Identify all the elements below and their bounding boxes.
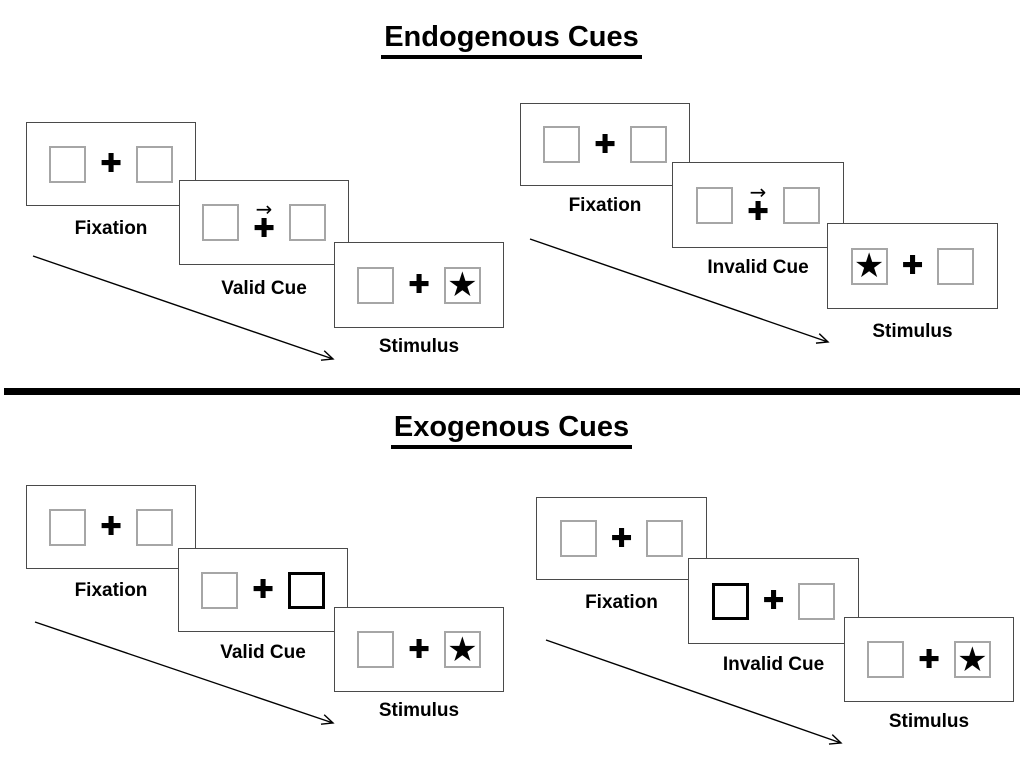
fixation-cross-icon: ✚	[408, 634, 430, 665]
left-placeholder-box	[49, 508, 87, 546]
fixation-cross-icon: ✚	[901, 251, 924, 281]
right-placeholder-box	[135, 145, 173, 183]
invalid-cue-label: Invalid Cue	[707, 257, 809, 278]
central-cue-group: → ✚	[253, 197, 275, 244]
exo-valid-fixation-panel: ✚	[26, 485, 196, 569]
left-highlighted-cue-box	[711, 582, 749, 620]
endo-invalid-stimulus-panel: ★ ✚	[827, 223, 998, 309]
fixation-cross-icon: ✚	[100, 512, 122, 542]
endo-valid-stimulus-panel: ✚ ★	[334, 242, 504, 328]
exo-invalid-fixation-panel: ✚	[536, 497, 707, 580]
right-target-box: ★	[953, 639, 991, 680]
endogenous-section-title: Endogenous Cues	[0, 21, 1023, 60]
star-target-icon: ★	[957, 639, 988, 680]
stimulus-label: Stimulus	[888, 711, 970, 732]
exo-invalid-cue-panel: ✚	[688, 558, 859, 644]
fixation-cross-icon: ✚	[100, 149, 122, 179]
exo-valid-stimulus-panel: ✚ ★	[334, 607, 504, 692]
fixation-cross-icon: ✚	[252, 575, 274, 605]
exogenous-title-text: Exogenous Cues	[390, 411, 633, 450]
valid-cue-label: Valid Cue	[220, 642, 306, 663]
fixation-cross-icon: ✚	[253, 214, 275, 244]
endogenous-title-text: Endogenous Cues	[381, 21, 642, 60]
fixation-label: Fixation	[74, 580, 148, 601]
fixation-cross-icon: ✚	[408, 270, 430, 300]
valid-cue-label: Valid Cue	[221, 278, 307, 299]
left-target-box: ★	[850, 246, 888, 286]
fixation-cross-icon: ✚	[747, 196, 769, 227]
left-placeholder-box	[357, 266, 395, 304]
endo-invalid-fixation-panel: ✚	[520, 103, 690, 186]
right-placeholder-box	[646, 520, 684, 557]
right-placeholder-box	[782, 186, 820, 224]
left-placeholder-box	[559, 520, 597, 557]
right-target-box: ★	[443, 265, 481, 305]
right-arrow-cue-icon: →	[255, 197, 273, 221]
endogenous-invalid-time-arrow	[529, 238, 830, 344]
left-placeholder-box	[696, 186, 734, 224]
left-placeholder-box	[867, 641, 905, 678]
fixation-label: Fixation	[568, 195, 642, 216]
left-placeholder-box	[202, 204, 240, 241]
exogenous-section-title: Exogenous Cues	[0, 411, 1023, 450]
fixation-cross-icon: ✚	[594, 129, 616, 160]
fixation-cross-icon: ✚	[610, 523, 633, 554]
right-highlighted-cue-box	[287, 571, 325, 609]
invalid-cue-label: Invalid Cue	[722, 654, 825, 675]
stimulus-label: Stimulus	[378, 700, 460, 721]
stimulus-label: Stimulus	[378, 336, 460, 357]
star-target-icon: ★	[853, 246, 885, 286]
endogenous-valid-time-arrow	[32, 255, 335, 361]
endo-invalid-cue-panel: → ✚	[672, 162, 844, 248]
right-arrow-cue-icon: →	[749, 179, 767, 204]
exo-invalid-stimulus-panel: ✚ ★	[844, 617, 1014, 702]
fixation-label: Fixation	[74, 218, 148, 239]
fixation-cross-icon: ✚	[918, 644, 940, 675]
endo-valid-fixation-panel: ✚	[26, 122, 196, 206]
left-placeholder-box	[357, 631, 395, 668]
fixation-label: Fixation	[585, 592, 658, 613]
star-target-icon: ★	[447, 265, 478, 305]
endo-valid-cue-panel: → ✚	[179, 180, 349, 265]
section-divider	[4, 388, 1020, 395]
right-placeholder-box	[937, 247, 975, 285]
right-placeholder-box	[135, 508, 173, 546]
exogenous-valid-time-arrow	[34, 621, 335, 725]
left-placeholder-box	[543, 126, 581, 163]
central-cue-group: → ✚	[747, 179, 769, 227]
left-placeholder-box	[201, 571, 239, 609]
left-placeholder-box	[49, 145, 87, 183]
right-placeholder-box	[798, 582, 836, 620]
fixation-cross-icon: ✚	[762, 586, 785, 616]
right-placeholder-box	[629, 126, 667, 163]
right-placeholder-box	[288, 204, 326, 241]
stimulus-label: Stimulus	[872, 321, 953, 342]
star-target-icon: ★	[447, 629, 478, 670]
right-target-box: ★	[443, 629, 481, 670]
exo-valid-cue-panel: ✚	[178, 548, 348, 632]
exogenous-invalid-time-arrow	[545, 639, 843, 745]
